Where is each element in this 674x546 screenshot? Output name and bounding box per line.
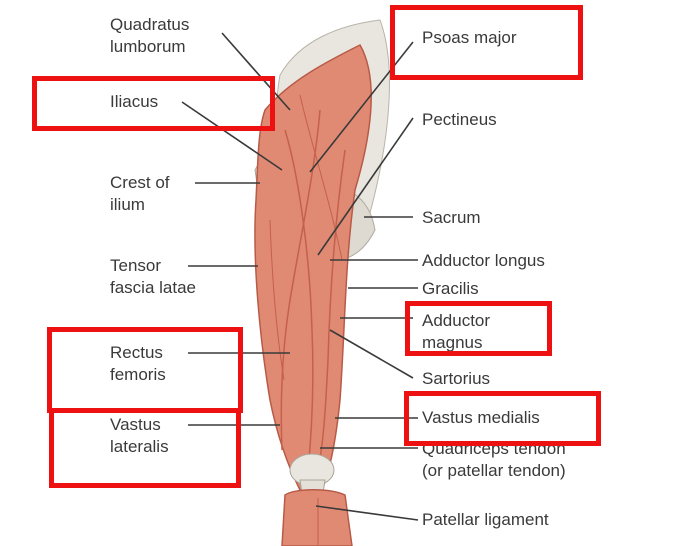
lower-leg-muscles xyxy=(281,489,353,546)
label-vastus-medialis: Vastus medialis xyxy=(422,408,540,427)
label-sartorius: Sartorius xyxy=(422,369,491,388)
leader-lines xyxy=(181,32,419,521)
highlight-box-vastus-medialis xyxy=(404,391,601,446)
label-iliacus: Iliacus xyxy=(110,92,159,111)
label-gracilis: Gracilis xyxy=(422,279,479,298)
label-patellar-ligament: Patellar ligament xyxy=(422,510,549,529)
highlight-box-rectus-femoris xyxy=(47,327,243,413)
highlight-box-adductor-magnus xyxy=(405,301,552,356)
highlight-box-iliacus xyxy=(32,76,275,131)
label-sacrum: Sacrum xyxy=(422,208,481,227)
label-pectineus: Pectineus xyxy=(422,110,497,129)
label-adductor-longus: Adductor longus xyxy=(422,251,545,270)
highlight-box-vastus-lateralis xyxy=(49,408,241,488)
highlight-box-psoas-major xyxy=(390,5,583,80)
label-psoas-major: Psoas major xyxy=(422,28,517,47)
